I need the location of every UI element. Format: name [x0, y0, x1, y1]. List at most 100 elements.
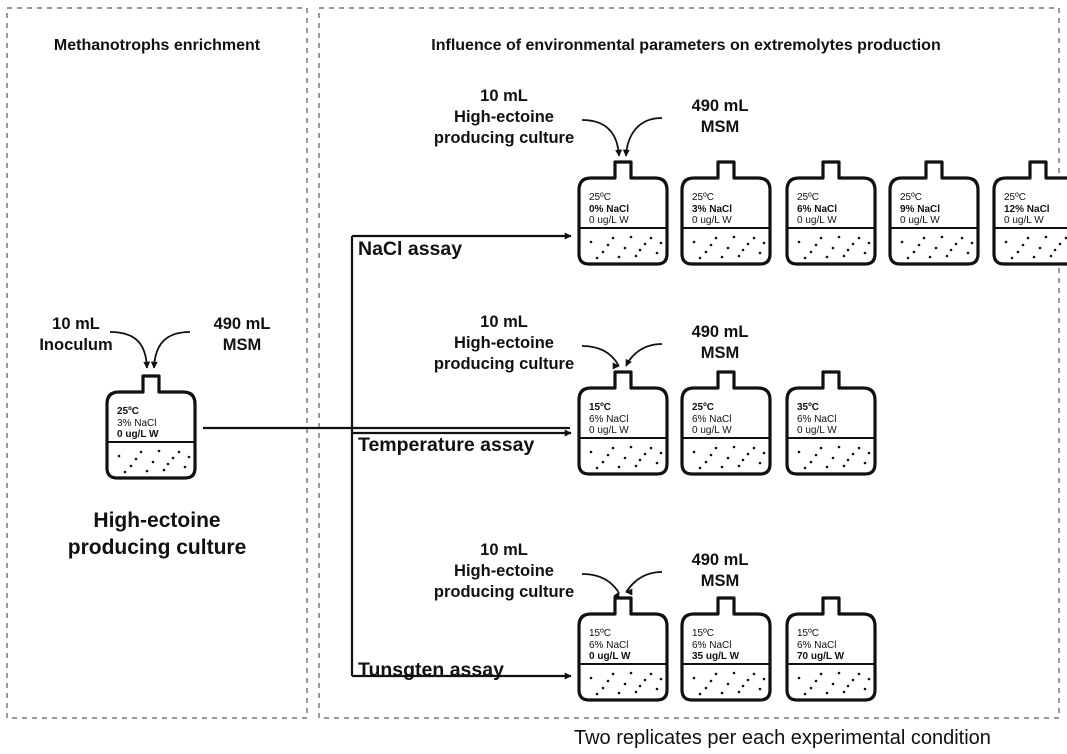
cell-dot — [709, 453, 713, 457]
bottle-tungsten: 70 ug/L W — [797, 651, 845, 662]
bottle-temp: 15ºC — [692, 628, 714, 639]
cell-dot — [1058, 242, 1062, 246]
cell-dot — [741, 684, 745, 688]
bottle-body — [577, 596, 669, 702]
cell-dot — [954, 242, 958, 246]
cell-dot — [842, 690, 846, 694]
cell-dot — [825, 691, 829, 695]
cell-dot — [819, 672, 823, 676]
cell-dot — [698, 466, 702, 470]
cell-dot — [601, 686, 605, 690]
bottle-outline — [680, 370, 772, 476]
cell-dot — [704, 460, 708, 464]
bottle-outline — [888, 160, 980, 266]
cell-dot — [851, 452, 855, 456]
cell-dot — [846, 458, 850, 462]
assay-label: Tunsgten assay — [358, 659, 504, 681]
cell-dot — [1010, 256, 1014, 260]
cell-dot — [803, 466, 807, 470]
cell-dot — [746, 242, 750, 246]
bottle-nacl: 6% NaCl — [797, 413, 837, 425]
cell-dot — [659, 241, 663, 245]
msm-volume: 490 mL — [213, 315, 271, 333]
cell-dot — [1053, 248, 1057, 252]
assay-label: NaCl assay — [358, 238, 463, 260]
cell-dot — [709, 679, 713, 683]
culture-name-line2: producing culture — [433, 583, 575, 601]
cell-dot — [863, 461, 867, 465]
cell-dot — [970, 241, 974, 245]
cell-dot — [177, 450, 181, 454]
cell-dot — [638, 248, 642, 252]
cell-dot — [643, 242, 647, 246]
cell-dot — [867, 241, 871, 245]
inoculum-input-label: 10 mL Inoculum — [39, 314, 112, 356]
cell-dot — [1016, 250, 1020, 254]
cell-dot — [928, 255, 932, 259]
cell-dot — [797, 450, 801, 454]
bottle-nacl: 6% NaCl — [797, 639, 837, 651]
bottle-outline — [577, 370, 669, 476]
msm-name: MSM — [700, 572, 740, 590]
cell-dot — [737, 254, 741, 258]
msm-name: MSM — [700, 118, 740, 136]
cell-dot — [846, 684, 850, 688]
right-panel-border — [318, 7, 1060, 719]
cell-dot — [634, 254, 638, 258]
cell-dot — [803, 256, 807, 260]
bottle-temp: 25ºC — [900, 192, 922, 203]
cell-dot — [606, 243, 610, 247]
cell-dot — [1038, 246, 1042, 250]
cell-dot — [643, 452, 647, 456]
inoculum-volume: 10 mL — [52, 315, 100, 333]
cell-dot — [166, 462, 170, 466]
cell-dot — [809, 686, 813, 690]
cell-dot — [726, 246, 730, 250]
cell-dot — [825, 465, 829, 469]
cell-dot — [151, 460, 155, 464]
cell-dot — [655, 461, 659, 465]
cell-dot — [623, 682, 627, 686]
cell-dot — [863, 687, 867, 691]
cell-dot — [945, 254, 949, 258]
cell-dot — [752, 446, 756, 450]
cell-dot — [746, 678, 750, 682]
cell-dot — [1026, 236, 1030, 240]
cell-dot — [623, 246, 627, 250]
bottle-temp: 25ºC — [692, 402, 714, 413]
cell-dot — [1044, 235, 1048, 239]
right-panel-title: Influence of environmental parameters on… — [431, 37, 941, 54]
cell-dot — [649, 446, 653, 450]
bottle-tungsten: 0 ug/L W — [797, 425, 837, 436]
cell-dot — [698, 692, 702, 696]
cell-dot — [752, 236, 756, 240]
cell-dot — [638, 458, 642, 462]
bottle-outline — [577, 596, 669, 702]
bottle-temp: 25ºC — [589, 192, 611, 203]
cell-dot — [659, 677, 663, 681]
bottle-temp: 25ºC — [797, 192, 819, 203]
cell-dot — [966, 251, 970, 255]
bottle-body — [888, 160, 980, 266]
enrichment-bottle: 25ºC 3% NaCl 0 ug/L W — [101, 372, 201, 480]
cell-dot — [940, 235, 944, 239]
cell-dot — [732, 671, 736, 675]
bottle-temp: 35ºC — [797, 402, 819, 413]
cell-dot — [762, 241, 766, 245]
bottle-body — [680, 596, 772, 702]
cell-dot — [123, 470, 127, 474]
cell-dot — [737, 464, 741, 468]
cell-dot — [762, 677, 766, 681]
